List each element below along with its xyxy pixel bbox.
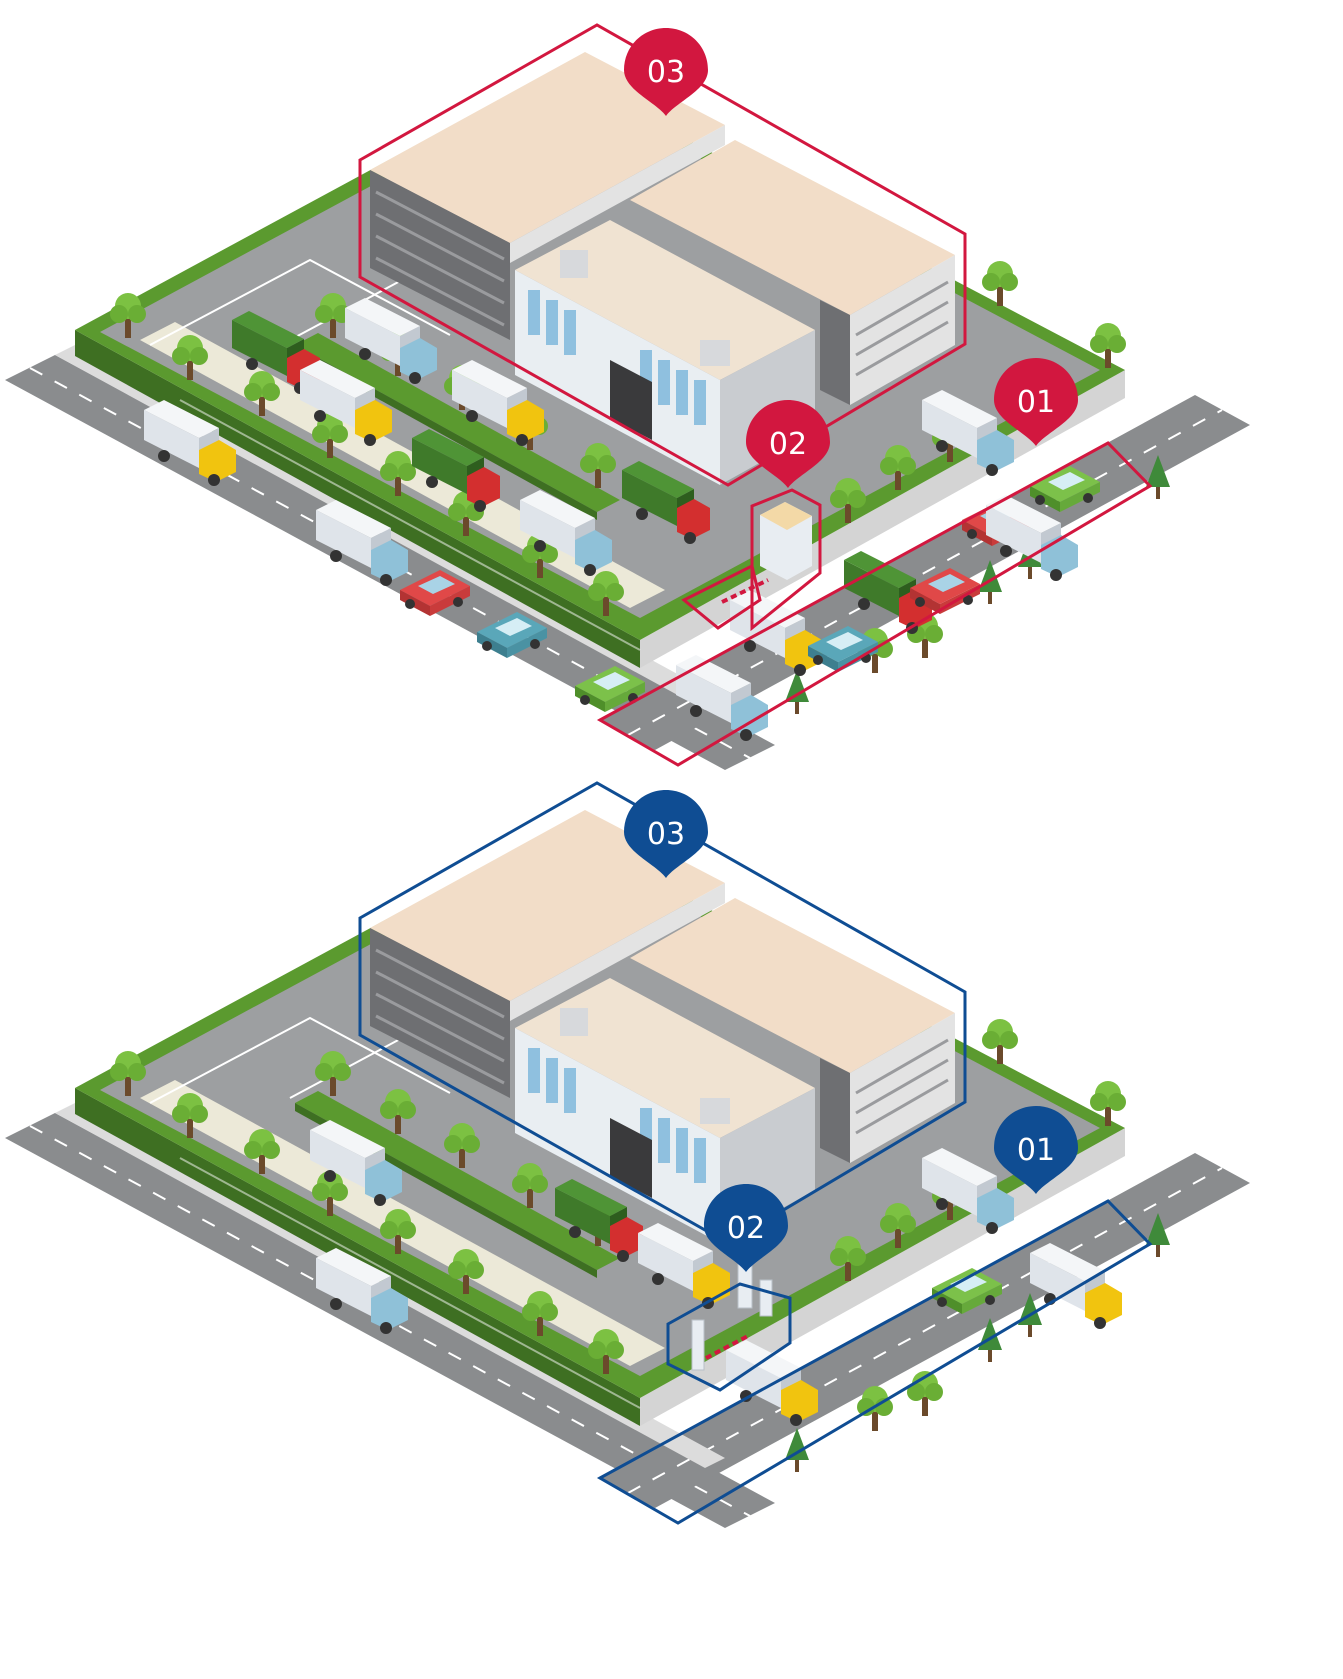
marker-label: 03	[647, 55, 685, 90]
marker-01[interactable]: 01	[994, 358, 1078, 446]
outline-warehouse	[358, 23, 967, 487]
marker-label: 01	[1017, 1133, 1055, 1168]
outline-warehouse	[358, 781, 967, 1245]
gatehouse	[721, 502, 812, 604]
marker-03[interactable]: 03	[624, 28, 708, 116]
scene-blue: 03 02 01	[5, 781, 1250, 1528]
outline-entrance-road	[596, 1199, 1153, 1525]
marker-02[interactable]: 02	[704, 1184, 788, 1272]
highlight-outlines	[358, 781, 1153, 1525]
outline-gate	[681, 563, 762, 630]
marker-02[interactable]: 02	[746, 400, 830, 488]
marker-01[interactable]: 01	[994, 1106, 1078, 1194]
outline-entrance-road	[596, 441, 1153, 767]
kiosk-gate	[691, 1249, 773, 1371]
marker-label: 03	[647, 817, 685, 852]
highlight-outlines	[358, 23, 1153, 767]
scene-red: 03 02 01	[5, 23, 1250, 770]
marker-03[interactable]: 03	[624, 790, 708, 878]
marker-label: 02	[769, 427, 807, 462]
marker-label: 01	[1017, 385, 1055, 420]
outline-gatehouse	[750, 488, 822, 632]
outline-kiosk-gate	[666, 1282, 792, 1392]
marker-label: 02	[727, 1211, 765, 1246]
